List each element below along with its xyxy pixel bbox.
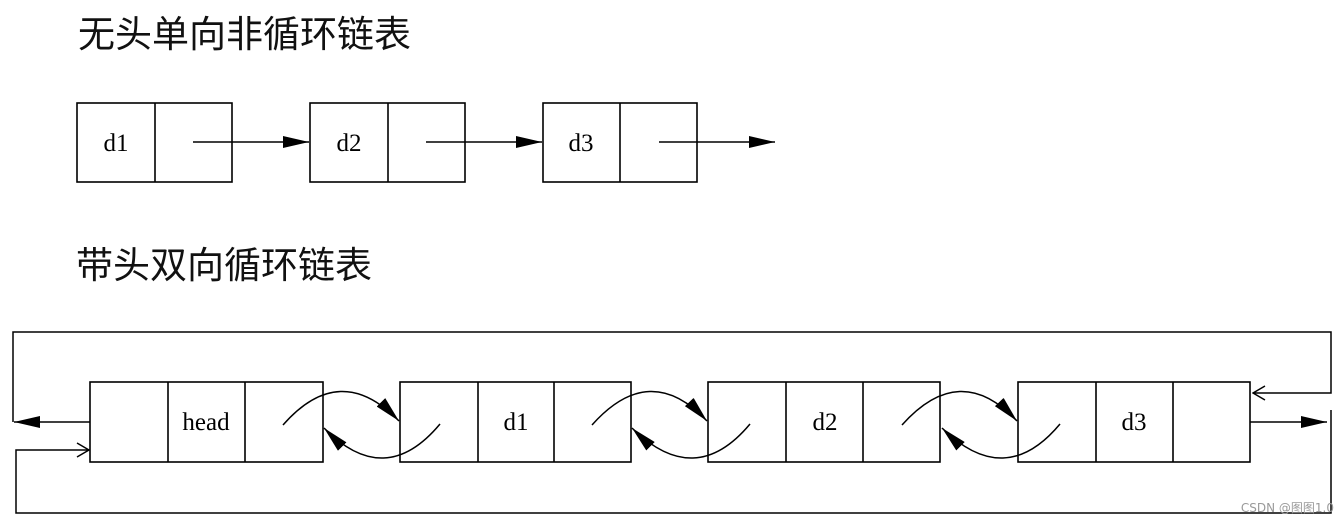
node-data-label: d2 <box>813 409 838 436</box>
doubly-node-head: head <box>89 381 324 463</box>
doubly-node-2: d2 <box>707 381 941 463</box>
node-data-label: d3 <box>1122 409 1147 436</box>
singly-linked-list: d1 d2 d3 <box>76 102 775 183</box>
node-data-label: d1 <box>104 130 129 157</box>
singly-list-title: 无头单向非循环链表 <box>78 13 411 56</box>
node-data-label: d2 <box>337 130 362 157</box>
next-pointer-curve <box>282 390 400 426</box>
doubly-node-3: d3 <box>1017 381 1251 463</box>
loop-next-line <box>15 410 1332 514</box>
prev-pointer-curve <box>941 423 1061 459</box>
loop-prev-line <box>12 331 1332 422</box>
node-box <box>1017 381 1251 463</box>
node-data-label: d3 <box>569 130 594 157</box>
next-pointer-curve <box>901 390 1018 426</box>
node-data-label: d1 <box>504 409 529 436</box>
prev-pointer-curve <box>323 423 441 459</box>
node-box <box>707 381 941 463</box>
node-data-label: head <box>182 409 230 436</box>
doubly-list-title: 带头双向循环链表 <box>76 244 372 287</box>
prev-pointer-curve <box>631 423 751 459</box>
node-box <box>89 381 324 463</box>
node-box <box>399 381 632 463</box>
next-pointer-curve <box>591 390 708 426</box>
doubly-node-1: d1 <box>399 381 632 463</box>
watermark: CSDN @图图1.0 <box>1241 501 1334 515</box>
doubly-circular-linked-list: head d1 d2 d3 <box>12 331 1332 514</box>
